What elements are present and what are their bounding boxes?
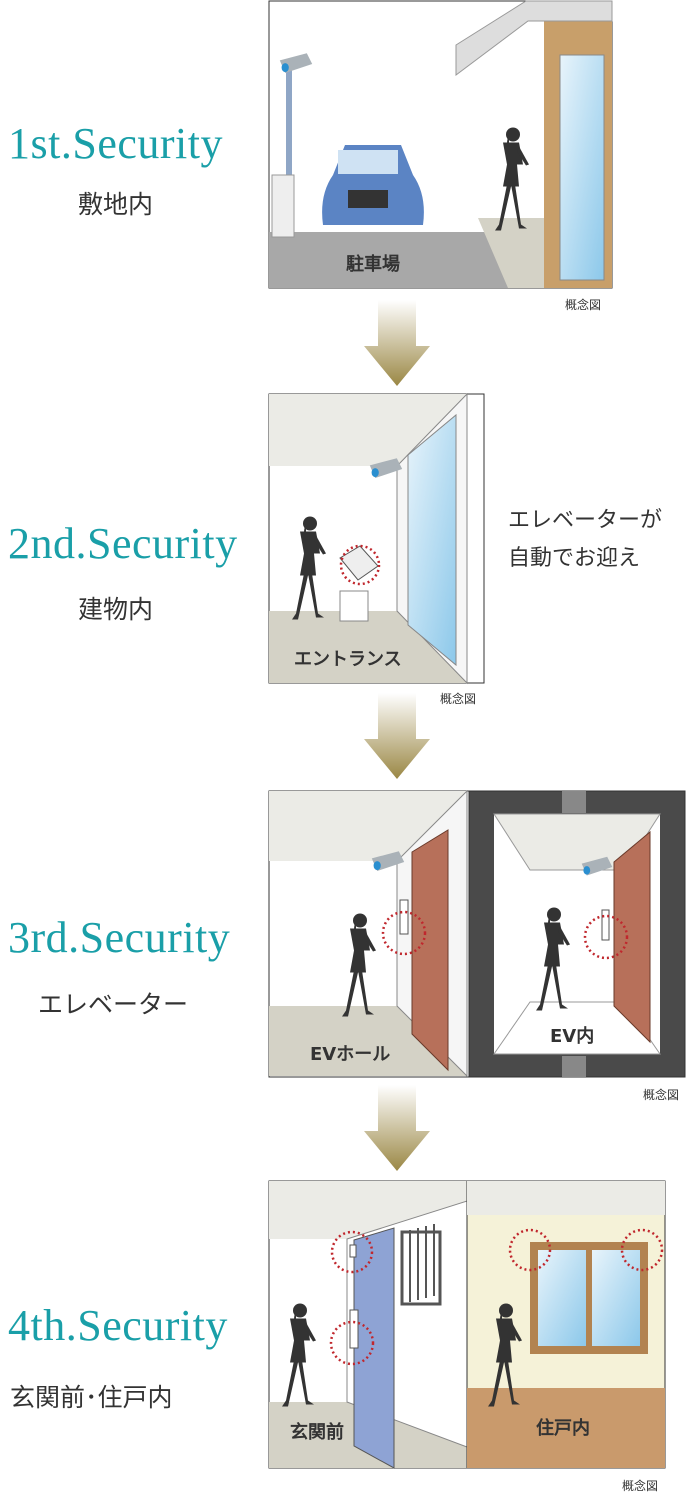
step4-caption: 概念図 xyxy=(622,1479,659,1492)
elevator-note: エレベーターが自動でお迎え xyxy=(508,502,662,578)
note-line-2: 自動でお迎え xyxy=(508,546,641,571)
parking-illustration: 駐車場 xyxy=(268,0,613,289)
front-door-label: 玄関前 xyxy=(290,1421,344,1443)
step1-subtitle: 敷地内 xyxy=(78,190,154,219)
arrow-down-icon xyxy=(364,693,430,779)
ev-hall-label: EVホール xyxy=(310,1044,390,1065)
inside-unit-label: 住戸内 xyxy=(536,1417,590,1439)
arrow-down-icon xyxy=(364,300,430,386)
step2-subtitle: 建物内 xyxy=(78,595,154,624)
step3-subtitle: エレベーター xyxy=(38,990,189,1019)
step4-subtitle: 玄関前･住戸内 xyxy=(10,1383,173,1412)
entrance-illustration: エントランス xyxy=(268,393,485,685)
step4-title: 4th.Security xyxy=(8,1301,228,1350)
parking-label: 駐車場 xyxy=(346,253,400,275)
step2-caption: 概念図 xyxy=(440,692,477,706)
arrow-down-icon xyxy=(364,1085,430,1171)
step3-caption: 概念図 xyxy=(643,1088,680,1102)
step1-title: 1st.Security xyxy=(8,119,223,168)
elevator-illustration: EVホール EV内 xyxy=(268,790,686,1078)
step1-caption: 概念図 xyxy=(565,298,602,312)
entrance-label: エントランス xyxy=(294,649,402,670)
step2-title: 2nd.Security xyxy=(8,519,238,568)
note-line-1: エレベーターが xyxy=(508,508,663,533)
ev-inside-label: EV内 xyxy=(550,1025,594,1047)
step3-title: 3rd.Security xyxy=(8,913,231,962)
front-door-illustration: 玄関前 住戸内 xyxy=(268,1180,666,1469)
